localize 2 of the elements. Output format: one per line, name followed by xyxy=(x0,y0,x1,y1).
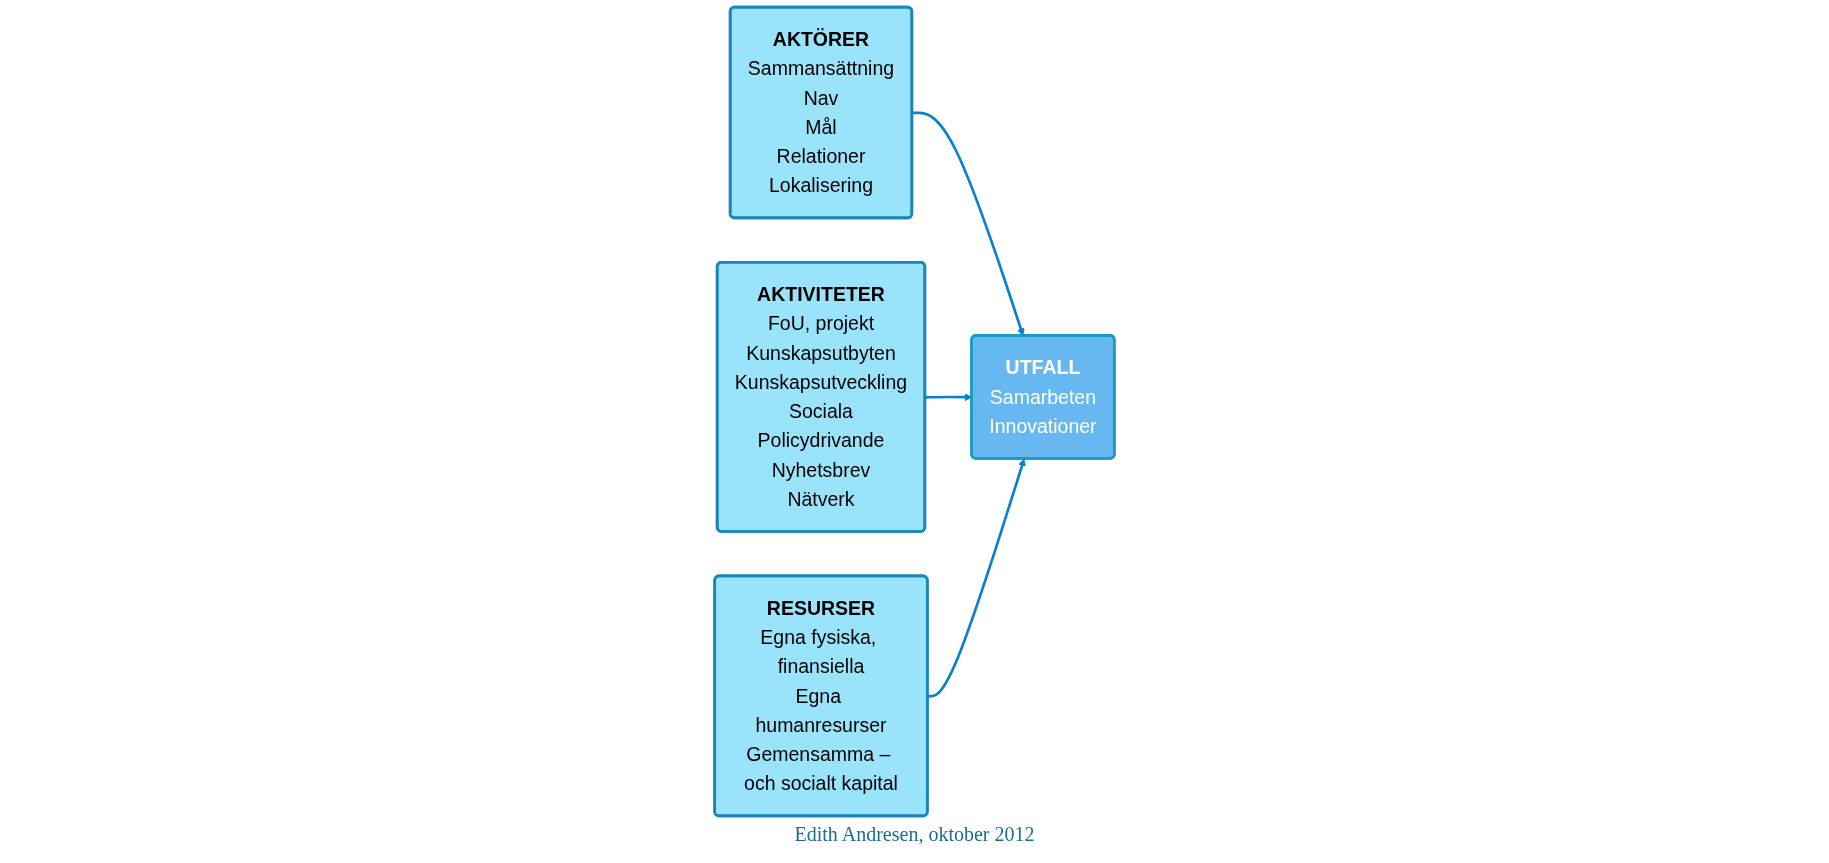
arrow xyxy=(927,458,1026,698)
author-note: Edith Andresen, oktober 2012 xyxy=(794,823,1035,845)
